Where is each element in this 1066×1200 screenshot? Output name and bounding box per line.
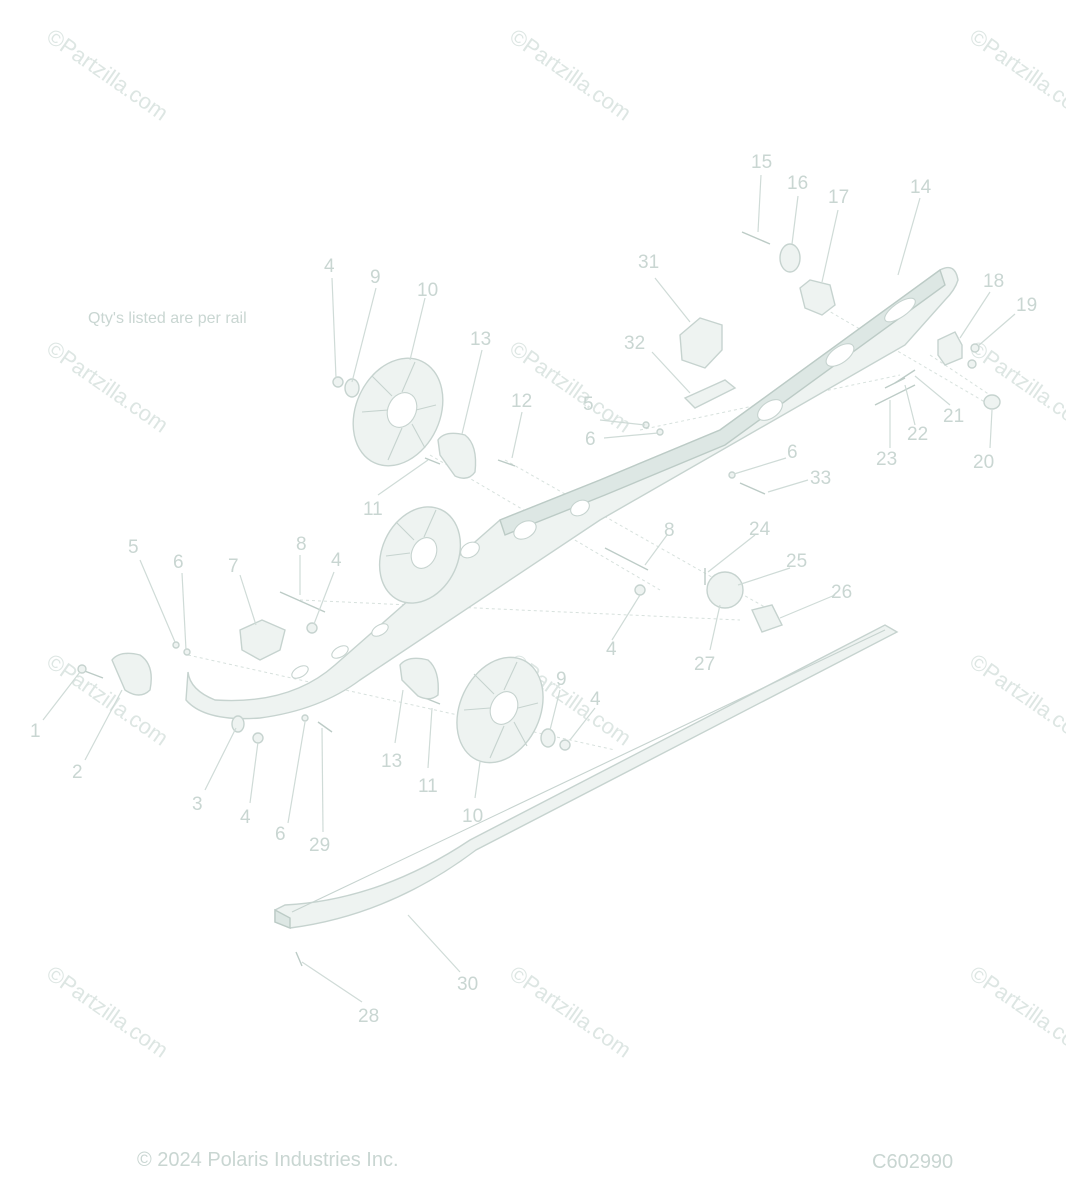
callout-23: 23 — [876, 449, 897, 470]
callout-2: 2 — [72, 762, 83, 783]
callout-15: 15 — [751, 152, 772, 173]
callout-6: 6 — [787, 442, 798, 463]
slide-strip — [274, 624, 899, 930]
watermark: ©Partzilla.com — [505, 961, 636, 1063]
callout-4: 4 — [240, 807, 251, 828]
callout-labels: 1 2 3 4 4 4 4 4 5 5 6 6 6 6 7 8 8 9 9 10… — [30, 152, 1037, 1027]
callout-28: 28 — [358, 1006, 379, 1027]
callout-33: 33 — [810, 468, 831, 489]
callout-25: 25 — [786, 551, 807, 572]
callout-9: 9 — [370, 267, 381, 288]
callout-18: 18 — [983, 271, 1004, 292]
callout-13: 13 — [381, 751, 402, 772]
callout-11: 11 — [363, 499, 383, 520]
callout-26: 26 — [831, 582, 852, 603]
callout-32: 32 — [624, 333, 645, 354]
callout-4: 4 — [331, 550, 342, 571]
idler-wheel-lower — [456, 656, 544, 764]
callout-22: 22 — [907, 424, 928, 445]
callout-24: 24 — [749, 519, 771, 540]
watermark: ©Partzilla.com — [965, 336, 1066, 438]
callout-4: 4 — [606, 639, 617, 660]
diagram-code: C602990 — [872, 1151, 953, 1173]
suspension-rail — [185, 266, 959, 720]
watermark: ©Partzilla.com — [965, 649, 1066, 751]
callout-6: 6 — [173, 552, 184, 573]
watermark: ©Partzilla.com — [505, 24, 636, 126]
callout-8: 8 — [296, 534, 307, 555]
callout-5: 5 — [583, 394, 594, 415]
callout-8: 8 — [664, 520, 675, 541]
callout-9: 9 — [556, 669, 567, 690]
callout-31: 31 — [638, 252, 659, 273]
callout-16: 16 — [787, 173, 808, 194]
idler-wheel-middle — [378, 506, 462, 604]
watermark: ©Partzilla.com — [42, 649, 173, 751]
quantity-note: Qty's listed are per rail — [88, 310, 247, 327]
callout-17: 17 — [828, 187, 849, 208]
callout-11: 11 — [418, 776, 438, 797]
callout-20: 20 — [973, 452, 994, 473]
callout-12: 12 — [511, 391, 532, 412]
callout-10: 10 — [462, 806, 483, 827]
callout-29: 29 — [309, 835, 330, 856]
callout-27: 27 — [694, 654, 715, 675]
callout-14: 14 — [910, 177, 932, 198]
watermark: ©Partzilla.com — [965, 24, 1066, 126]
callout-13: 13 — [470, 329, 491, 350]
watermark: ©Partzilla.com — [42, 961, 173, 1063]
callout-4: 4 — [324, 256, 335, 277]
callout-10: 10 — [417, 280, 438, 301]
watermark: ©Partzilla.com — [965, 961, 1066, 1063]
callout-19: 19 — [1016, 295, 1037, 316]
callout-7: 7 — [228, 556, 239, 577]
leader-lines — [42, 174, 1016, 1003]
copyright-text: © 2024 Polaris Industries Inc. — [137, 1149, 399, 1171]
callout-3: 3 — [192, 794, 203, 815]
callout-21: 21 — [943, 406, 964, 427]
callout-6: 6 — [275, 824, 286, 845]
watermark: ©Partzilla.com — [42, 24, 173, 126]
callout-1: 1 — [30, 721, 41, 742]
callout-6: 6 — [585, 429, 596, 450]
watermark: ©Partzilla.com — [42, 336, 173, 438]
callout-4: 4 — [590, 689, 601, 710]
hardware — [77, 231, 1001, 967]
idler-wheel-upper — [352, 357, 444, 467]
callout-30: 30 — [457, 974, 478, 995]
callout-5: 5 — [128, 537, 139, 558]
